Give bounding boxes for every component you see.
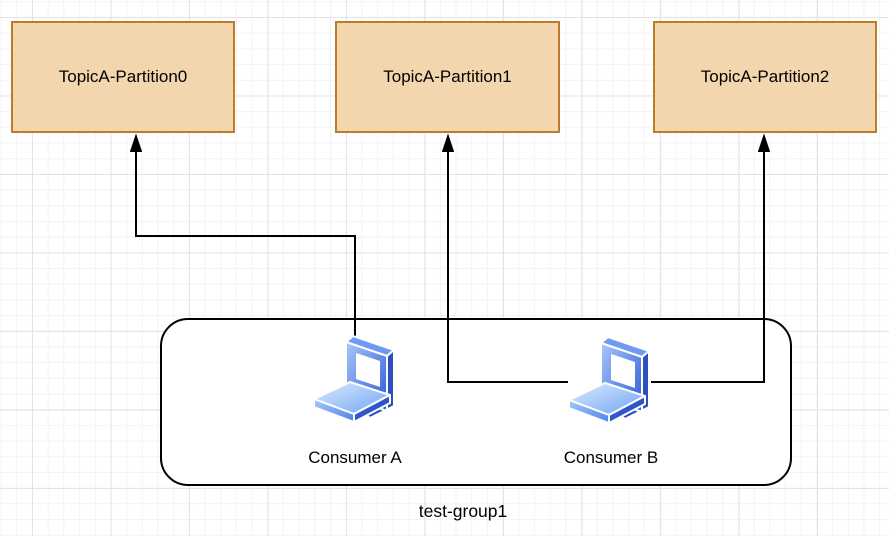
consumer-a-label: Consumer A: [308, 448, 402, 467]
laptop-icon[interactable]: [567, 334, 651, 430]
arrowhead-icon: [129, 133, 143, 152]
partition-label: TopicA-Partition2: [700, 67, 830, 86]
laptop-icon[interactable]: [312, 333, 396, 429]
connector-consumer-a-to-partition0[interactable]: [129, 133, 356, 340]
arrowhead-icon: [757, 133, 771, 152]
consumer-group-label: test-group1: [418, 501, 508, 521]
consumer-group-container[interactable]: [160, 318, 792, 486]
partition-node-topica-partition0[interactable]: TopicA-Partition0: [11, 21, 235, 133]
partition-node-topica-partition1[interactable]: TopicA-Partition1: [335, 21, 560, 133]
partition-label: TopicA-Partition0: [58, 67, 188, 86]
arrowhead-icon: [441, 133, 455, 152]
partition-node-topica-partition2[interactable]: TopicA-Partition2: [653, 21, 877, 133]
consumer-b-label: Consumer B: [563, 448, 659, 467]
partition-label: TopicA-Partition1: [383, 67, 512, 86]
